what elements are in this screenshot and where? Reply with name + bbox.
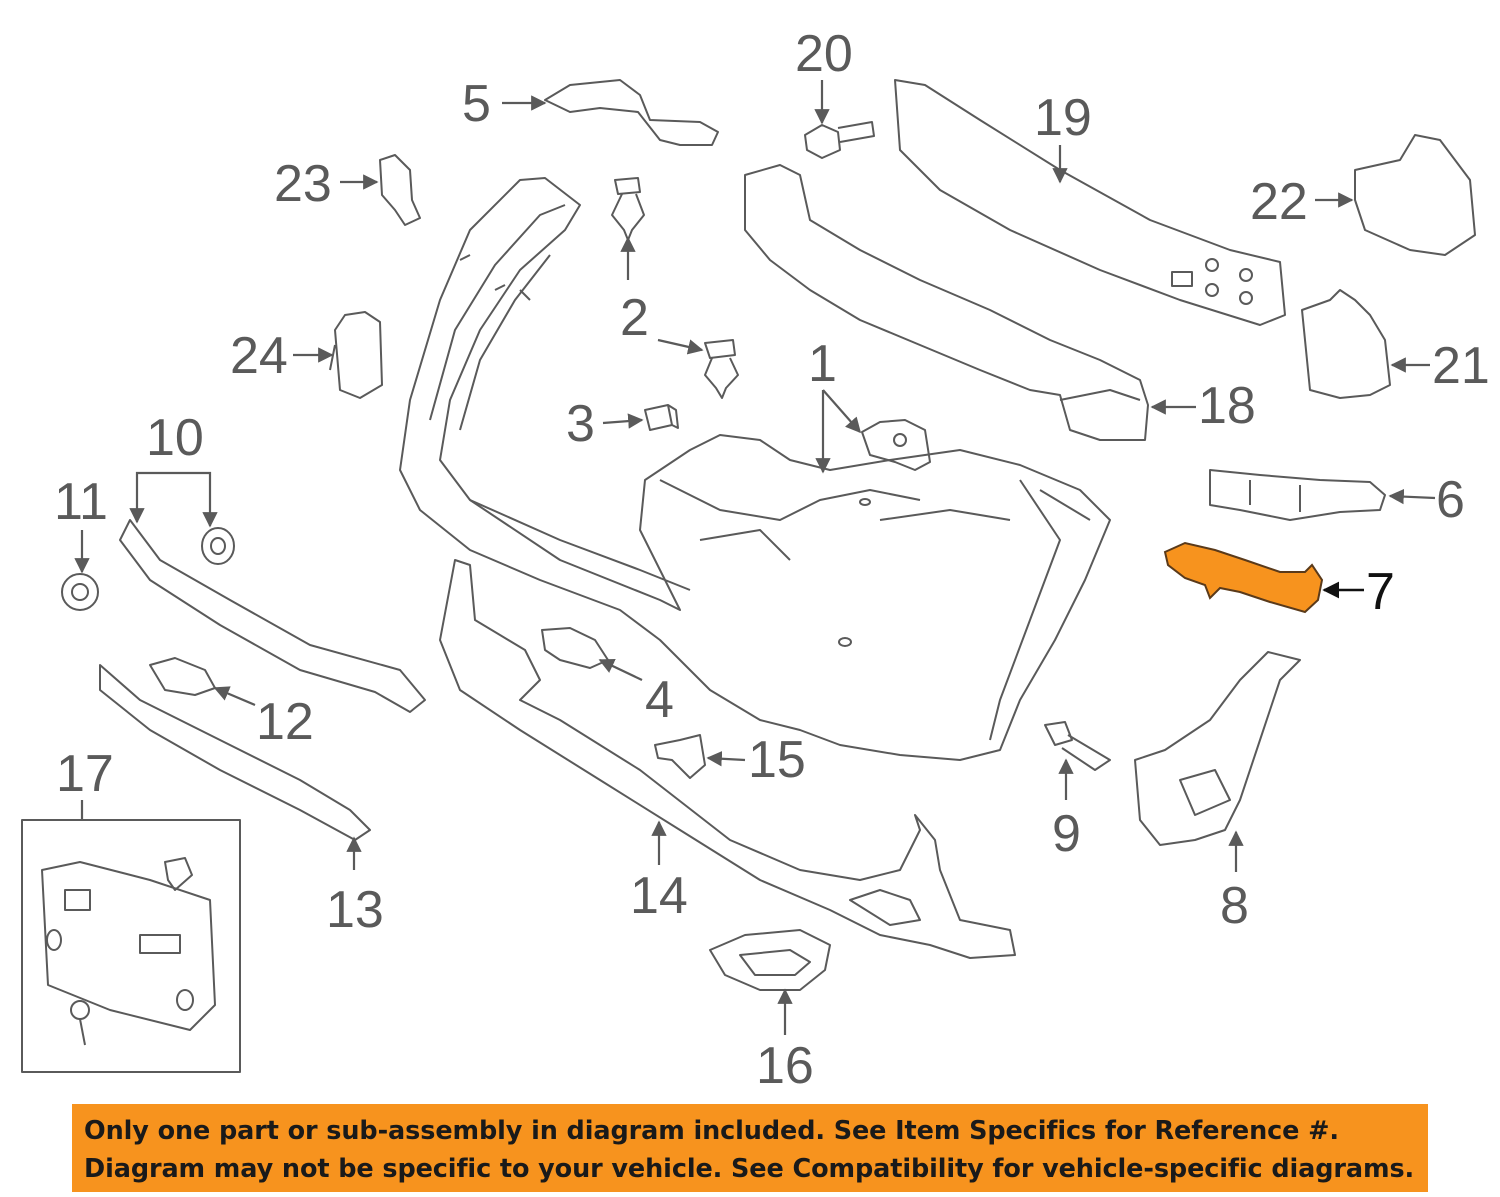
part-1-bumper-cover	[399, 177, 1111, 761]
callout-20: 20	[795, 25, 853, 83]
callout-16: 16	[756, 1037, 814, 1095]
callout-24: 24	[230, 327, 288, 385]
part-3-block	[644, 404, 679, 431]
part-13-strip	[99, 664, 371, 841]
parts-diagram	[21, 79, 1476, 1073]
part-6-bracket	[1209, 469, 1386, 521]
callout-15: 15	[748, 731, 806, 789]
part-2-clip-lower	[704, 339, 739, 399]
callout-21: 21	[1432, 337, 1490, 395]
part-4-cover	[541, 627, 609, 669]
callout-4: 4	[645, 671, 674, 729]
part-19-bar	[894, 79, 1286, 326]
part-16-cover	[709, 929, 831, 991]
callout-10: 10	[146, 409, 204, 467]
part-9-clip	[1044, 721, 1111, 771]
part-12-cover	[149, 657, 216, 696]
callout-2: 2	[620, 289, 649, 347]
part-11-nut	[61, 573, 99, 611]
callout-6: 6	[1436, 471, 1465, 529]
callout-23: 23	[274, 155, 332, 213]
disclaimer-line-1: Only one part or sub-assembly in diagram…	[84, 1116, 1339, 1146]
callout-5: 5	[462, 75, 491, 133]
callout-12: 12	[256, 693, 314, 751]
part-20-bolt	[804, 121, 875, 159]
leader-arrows	[74, 80, 1436, 1035]
part-24-sensor	[329, 311, 383, 399]
callout-14: 14	[630, 867, 688, 925]
part-10-strip	[119, 519, 426, 713]
part-17-box	[21, 819, 241, 1073]
part-10-nut	[201, 527, 235, 565]
callout-9: 9	[1052, 805, 1081, 863]
part-19-holes	[1171, 258, 1253, 305]
part-22-bracket	[1354, 134, 1476, 256]
callout-17: 17	[56, 745, 114, 803]
part-21-bracket	[1301, 289, 1391, 399]
disclaimer-line-2: Diagram may not be specific to your vehi…	[84, 1154, 1415, 1184]
callout-3: 3	[566, 395, 595, 453]
part-5-bracket	[544, 79, 719, 146]
callout-18: 18	[1198, 377, 1256, 435]
callout-7: 7	[1366, 563, 1395, 621]
part-17-plate	[41, 857, 216, 1046]
part-7-highlighted-bracket	[1163, 541, 1324, 614]
callout-19: 19	[1034, 89, 1092, 147]
part-18-absorber	[744, 164, 1149, 441]
part-23-sensor	[379, 154, 421, 226]
disclaimer-banner: Only one part or sub-assembly in diagram…	[72, 1104, 1428, 1192]
part-15-clip	[654, 734, 706, 779]
part-1-bracket	[861, 419, 931, 471]
callout-8: 8	[1220, 877, 1249, 935]
callout-13: 13	[326, 881, 384, 939]
callout-11: 11	[54, 473, 108, 531]
part-8-bracket	[1134, 651, 1301, 846]
part-2-clip-upper	[611, 177, 645, 241]
callout-22: 22	[1250, 173, 1308, 231]
callout-1: 1	[808, 335, 837, 393]
